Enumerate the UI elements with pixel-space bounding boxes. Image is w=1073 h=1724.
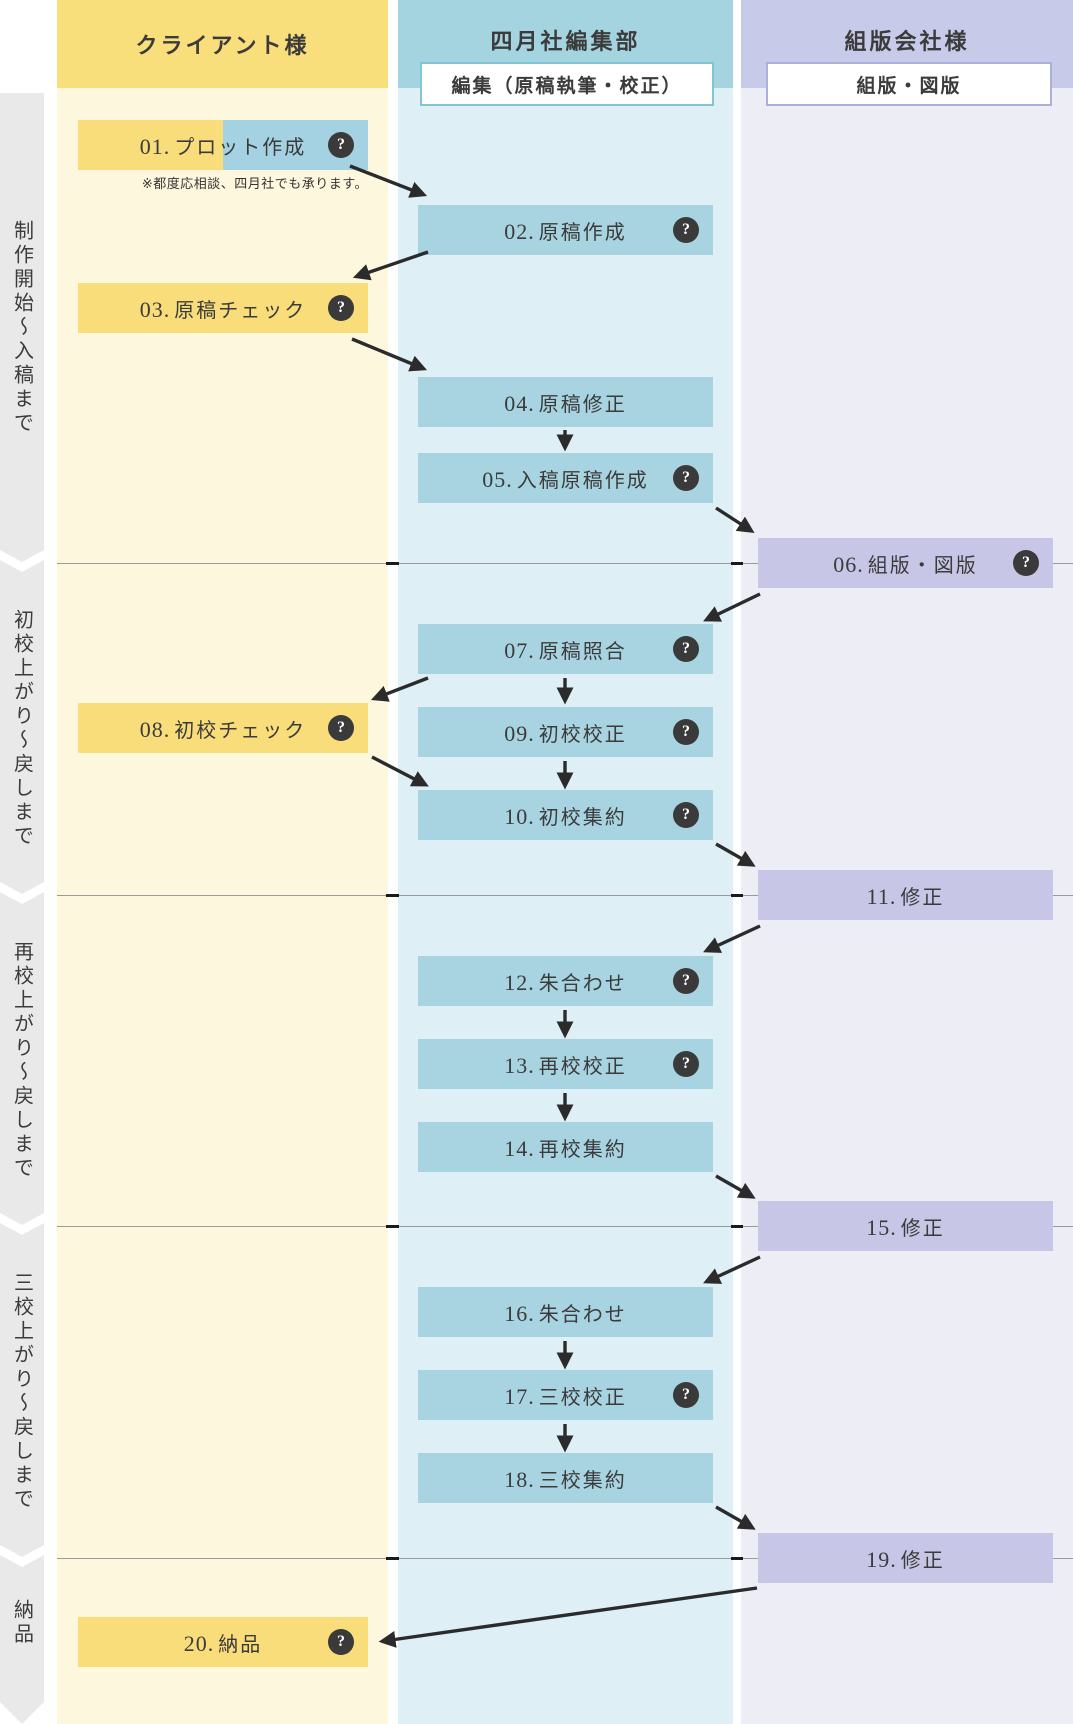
help-icon[interactable]: ?: [673, 217, 699, 243]
step-box-01: 01.プロット作成 ?: [78, 120, 368, 170]
help-icon[interactable]: ?: [673, 636, 699, 662]
step-box-04: 04.原稿修正: [418, 377, 713, 427]
divider-tick: [386, 1557, 399, 1560]
divider-tick: [386, 1225, 399, 1228]
phase-label-2: 初校上がり～戻しまで: [10, 609, 33, 849]
step-box-13: 13.再校校正 ?: [418, 1039, 713, 1089]
step-box-20: 20.納品 ?: [78, 1617, 368, 1667]
phase-divider-3: [57, 1226, 1073, 1227]
help-icon[interactable]: ?: [673, 719, 699, 745]
divider-tick: [731, 562, 743, 565]
step-box-11: 11.修正: [758, 870, 1053, 920]
help-icon[interactable]: ?: [673, 968, 699, 994]
step-box-09: 09.初校校正 ?: [418, 707, 713, 757]
divider-tick: [731, 1557, 743, 1560]
phase-label-1: 制作開始～入稿まで: [10, 220, 33, 436]
typesetting-role-label: 組版・図版: [766, 62, 1052, 106]
step-box-05: 05.入稿原稿作成 ?: [418, 453, 713, 503]
phase-divider-4: [57, 1558, 1073, 1559]
step-box-02: 02.原稿作成 ?: [418, 205, 713, 255]
typesetting-column-title: 組版会社様: [844, 29, 970, 54]
step-box-12: 12.朱合わせ ?: [418, 956, 713, 1006]
step-box-17: 17.三校校正 ?: [418, 1370, 713, 1420]
help-icon[interactable]: ?: [673, 465, 699, 491]
phase-divider-2: [57, 895, 1073, 896]
step-box-19: 19.修正: [758, 1533, 1053, 1583]
step-box-18: 18.三校集約: [418, 1453, 713, 1503]
client-column-title: クライアント様: [135, 33, 310, 58]
phase-label-5: 納品: [10, 1599, 33, 1647]
step-box-06: 06.組版・図版 ?: [758, 538, 1053, 588]
step-box-16: 16.朱合わせ: [418, 1287, 713, 1337]
help-icon[interactable]: ?: [328, 1629, 354, 1655]
phase-rail: [0, 93, 44, 1724]
divider-tick: [731, 1225, 743, 1228]
help-icon[interactable]: ?: [328, 132, 354, 158]
divider-tick: [386, 894, 399, 897]
help-icon[interactable]: ?: [328, 715, 354, 741]
help-icon[interactable]: ?: [673, 1382, 699, 1408]
step-box-07: 07.原稿照合 ?: [418, 624, 713, 674]
step-box-03: 03.原稿チェック ?: [78, 283, 368, 333]
editorial-role-label: 編集（原稿執筆・校正）: [420, 62, 714, 106]
step-box-08: 08.初校チェック ?: [78, 703, 368, 753]
divider-tick: [731, 894, 743, 897]
step-box-15: 15.修正: [758, 1201, 1053, 1251]
help-icon[interactable]: ?: [673, 802, 699, 828]
step-box-14: 14.再校集約: [418, 1122, 713, 1172]
step-01-note: ※都度応相談、四月社でも承ります。: [141, 176, 368, 191]
help-icon[interactable]: ?: [1013, 550, 1039, 576]
divider-tick: [386, 562, 399, 565]
help-icon[interactable]: ?: [328, 295, 354, 321]
phase-label-4: 三校上がり～戻しまで: [10, 1272, 33, 1512]
phase-label-3: 再校上がり～戻しまで: [10, 940, 33, 1181]
editorial-column-title: 四月社編集部: [490, 29, 641, 54]
phase-divider-1: [57, 563, 1073, 564]
help-icon[interactable]: ?: [673, 1051, 699, 1077]
client-column-background: [57, 88, 388, 1724]
column-header-client: クライアント様: [57, 0, 388, 88]
step-box-10: 10.初校集約 ?: [418, 790, 713, 840]
